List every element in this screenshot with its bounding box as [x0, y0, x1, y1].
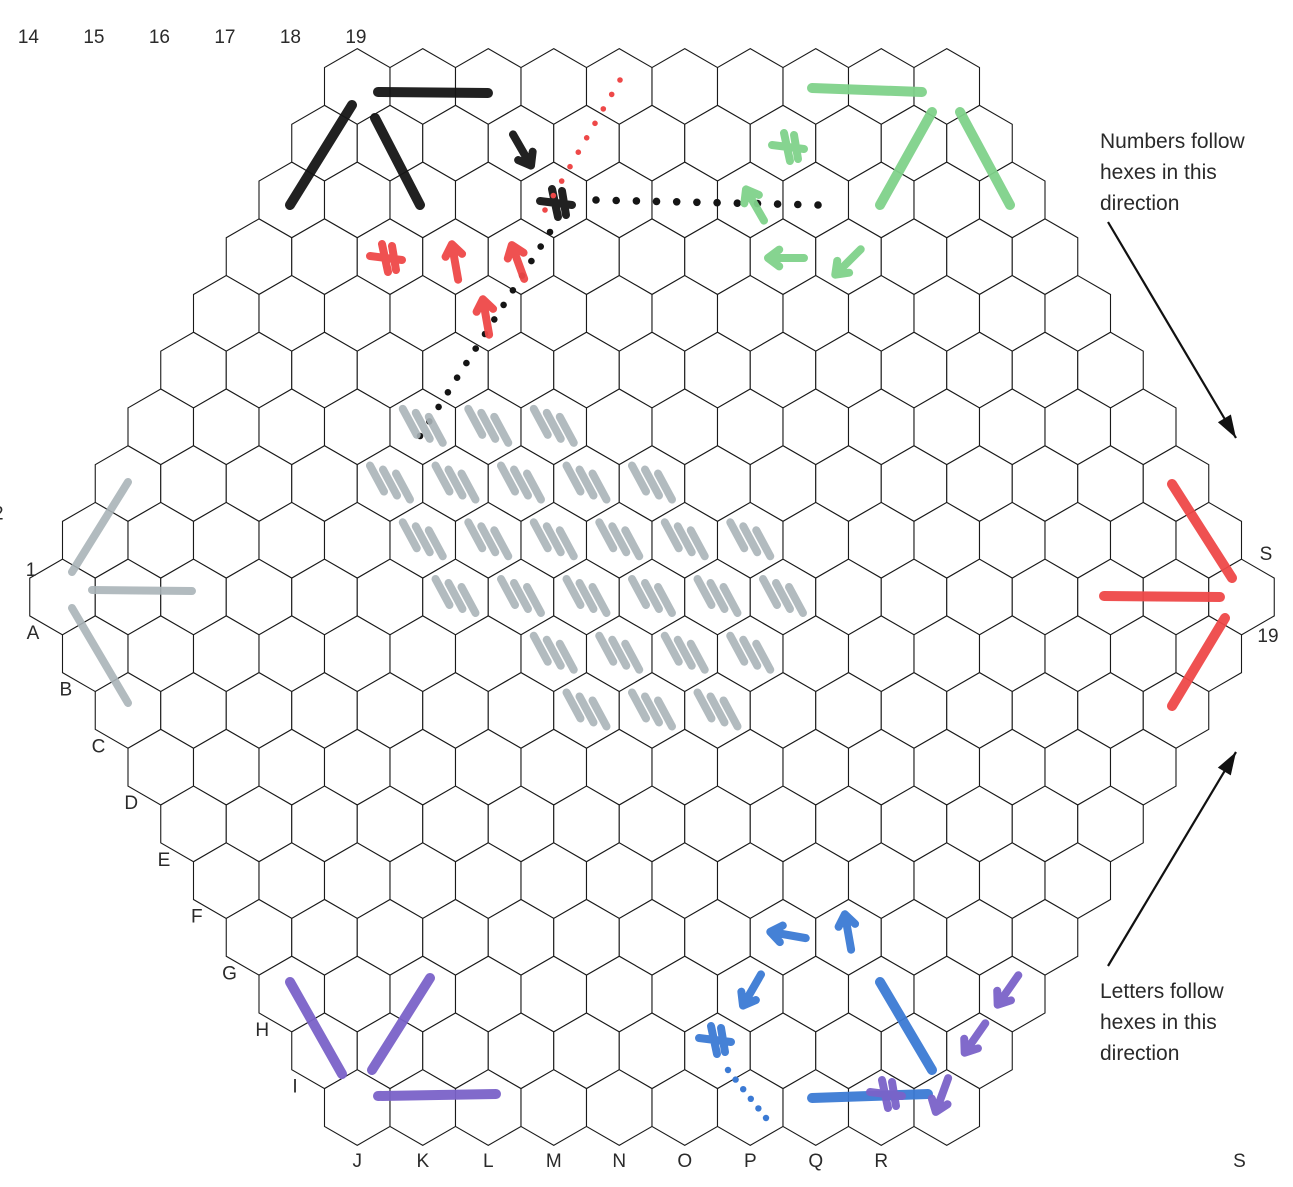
red-arrow-mark: [503, 241, 529, 283]
green-home-line: [875, 107, 937, 210]
letter-label: R: [874, 1151, 888, 1172]
green-arrow-mark: [764, 245, 808, 271]
purple-arrow-mark: [993, 971, 1023, 1009]
red-dotted-path: [542, 77, 623, 213]
red-home-line: [1167, 479, 1237, 583]
green-home-line: [807, 83, 927, 97]
purple-arrow-mark: [927, 1074, 953, 1116]
red-cross-mark: [366, 240, 406, 276]
blue-home-line: [875, 977, 937, 1075]
letter-label: F: [191, 907, 203, 928]
letter-label: K: [416, 1151, 429, 1172]
letter-label: A: [27, 623, 40, 644]
number-label: 14: [18, 27, 40, 48]
letter-label: M: [546, 1151, 562, 1172]
letter-label: J: [353, 1151, 363, 1172]
red-home-line: [1167, 613, 1230, 711]
letter-label: Q: [808, 1151, 823, 1172]
blue-arrow-mark: [766, 921, 810, 947]
letter-label: P: [744, 1151, 757, 1172]
red-home-line: [1099, 591, 1225, 602]
purple-arrow-mark: [960, 1019, 990, 1057]
purple-home-line: [285, 977, 347, 1079]
gray-home-line: [68, 604, 132, 707]
number-label: 17: [214, 27, 235, 48]
blue-arrow-mark: [834, 910, 860, 954]
letters-direction-arrow: [1107, 751, 1237, 967]
purple-cross-mark: [866, 1076, 906, 1112]
number-label: 19: [345, 27, 366, 48]
letter-label: D: [124, 793, 138, 814]
red-arrow-mark: [441, 240, 467, 284]
letter-label: N: [612, 1151, 626, 1172]
direction-arrows: [1107, 221, 1237, 967]
green-arrow-mark: [831, 245, 865, 279]
letter-label: H: [255, 1020, 269, 1041]
red-arrow-mark: [472, 295, 498, 339]
number-label: 15: [83, 27, 104, 48]
corner-number-label: 19: [1257, 626, 1278, 647]
letter-label: O: [677, 1151, 692, 1172]
purple-home-line: [373, 1089, 501, 1101]
letter-label: I: [292, 1077, 297, 1098]
numbers-direction-arrow: [1107, 221, 1237, 439]
letter-label: E: [158, 850, 171, 871]
letter-label: L: [483, 1151, 494, 1172]
number-label: 2: [0, 504, 4, 525]
letter-label: C: [92, 736, 106, 757]
number-label: 16: [149, 27, 170, 48]
letter-label: S: [1233, 1151, 1246, 1172]
purple-home-line: [367, 973, 435, 1075]
gray-home-line: [88, 586, 196, 595]
letter-label: B: [59, 680, 72, 701]
coordinate-labels: 12345678910111213141516171819ABCDEFGHIJK…: [0, 27, 1279, 1172]
green-cross-mark: [768, 129, 808, 165]
number-label: 18: [280, 27, 301, 48]
green-arrow-mark: [740, 185, 768, 225]
gray-home-line: [68, 478, 132, 576]
blue-arrow-mark: [737, 970, 765, 1010]
black-home-line: [285, 100, 357, 210]
black-arrow-mark: [509, 130, 537, 170]
numbers-direction-note: Numbers follow hexes in this direction: [1100, 130, 1245, 215]
corner-letter-label: S: [1260, 544, 1273, 565]
black-home-line: [373, 87, 493, 98]
black-home-line: [370, 113, 425, 210]
blue-cross-mark: [695, 1022, 735, 1058]
blue-dotted-path: [724, 1066, 770, 1122]
letters-direction-note: Letters follow hexes in this direction: [1100, 980, 1224, 1065]
letter-label: G: [222, 963, 237, 984]
number-label: 1: [26, 560, 37, 581]
green-home-line: [955, 107, 1015, 210]
gray-hatched-region: [366, 404, 807, 731]
hand-drawn-markings: [68, 77, 1237, 1122]
